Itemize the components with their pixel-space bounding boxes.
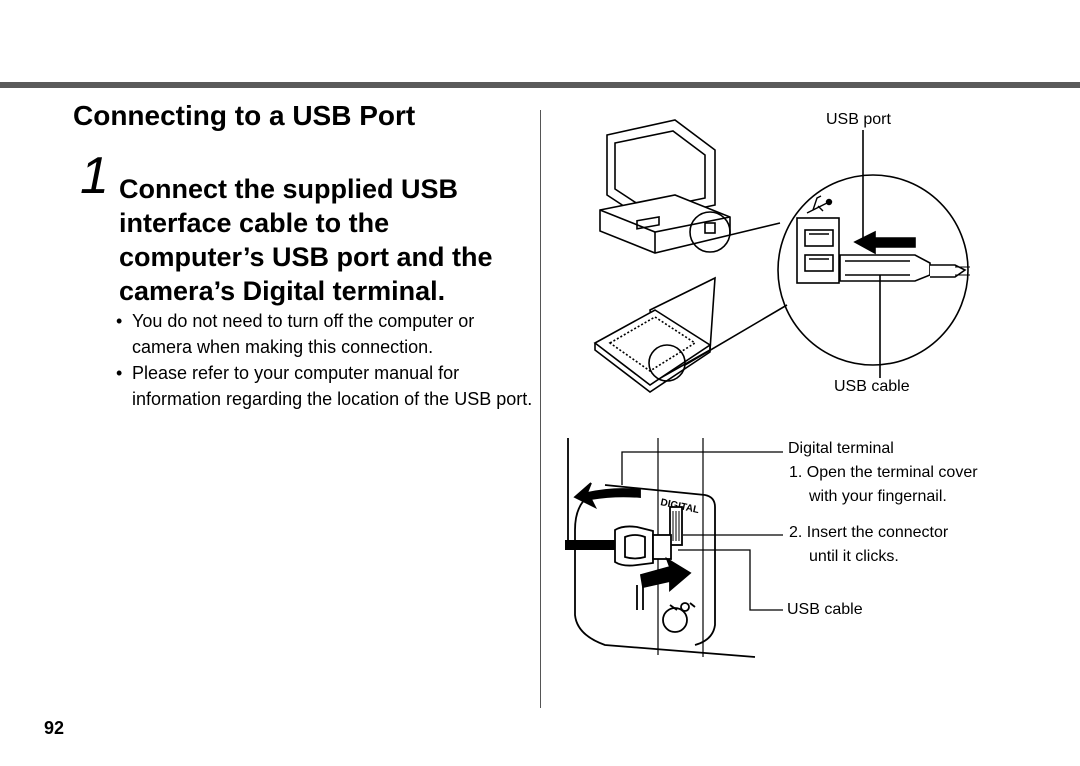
usb-cable-label-bottom: USB cable bbox=[787, 601, 863, 618]
step2-instruction: 2. Insert the connector bbox=[789, 524, 949, 541]
computer-usb-illustration bbox=[593, 119, 970, 393]
section-title: Connecting to a USB Port bbox=[73, 100, 416, 131]
step2-instruction-cont: until it clicks. bbox=[809, 548, 899, 565]
laptop-icon bbox=[593, 276, 716, 393]
usb-cable-label-top: USB cable bbox=[834, 378, 910, 395]
step1-instruction-cont: with your fingernail. bbox=[809, 488, 947, 505]
page-number: 92 bbox=[44, 718, 65, 738]
bullet-item: • Please refer to your computer manual fo… bbox=[114, 360, 534, 412]
callout-leader-lines bbox=[621, 451, 783, 611]
usb-port-label: USB port bbox=[826, 111, 891, 128]
digital-terminal-label: Digital terminal bbox=[788, 440, 894, 457]
bullet-list: • You do not need to turn off the compute… bbox=[114, 308, 534, 412]
bullet-item: • You do not need to turn off the compute… bbox=[114, 308, 534, 360]
bullet-text: You do not need to turn off the computer… bbox=[132, 311, 475, 357]
bullet-text: Please refer to your computer manual for… bbox=[132, 363, 533, 409]
step1-instruction: 1. Open the terminal cover bbox=[789, 464, 978, 481]
bullet-marker: • bbox=[116, 363, 123, 383]
bullet-marker: • bbox=[116, 311, 123, 331]
step-number: 1 bbox=[80, 147, 109, 205]
top-rule bbox=[0, 82, 1080, 88]
column-divider bbox=[540, 110, 541, 708]
usb-symbol-icon bbox=[806, 195, 833, 214]
desktop-computer-icon bbox=[599, 119, 731, 254]
camera-terminal-illustration: DIGITAL bbox=[565, 438, 756, 658]
step-instruction: Connect the supplied USB interface cable… bbox=[119, 174, 493, 306]
